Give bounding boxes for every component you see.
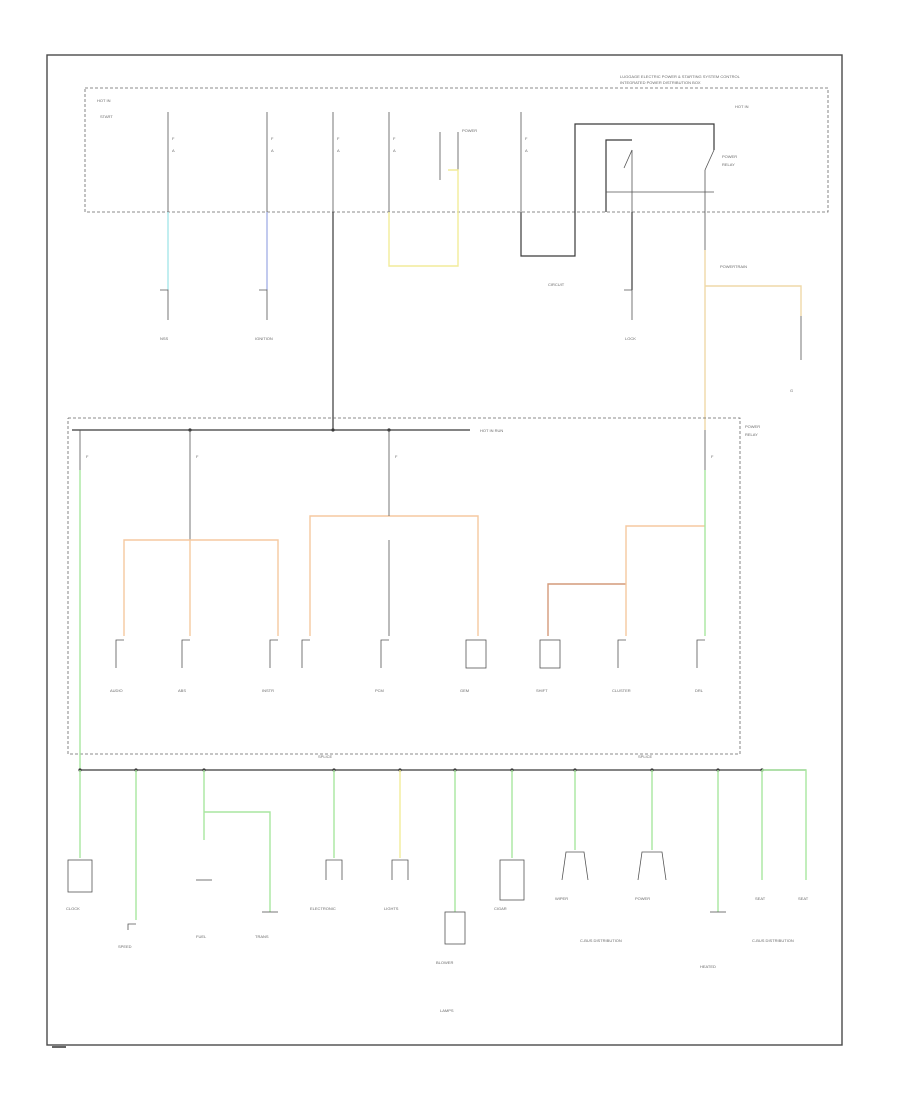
- svg-text:F: F: [271, 136, 274, 141]
- svg-text:POWER: POWER: [745, 424, 760, 429]
- svg-text:SHIFT: SHIFT: [536, 688, 548, 693]
- svg-text:RELAY: RELAY: [722, 162, 735, 167]
- top-fuses: [167, 112, 715, 212]
- svg-text:POWER: POWER: [722, 154, 737, 159]
- svg-text:CIRCUIT: CIRCUIT: [548, 282, 565, 287]
- svg-text:A: A: [525, 148, 528, 153]
- middle-fuses: F F F F: [79, 430, 714, 470]
- svg-text:HOT IN: HOT IN: [97, 98, 111, 103]
- svg-text:ELECTRONIC: ELECTRONIC: [310, 906, 336, 911]
- svg-text:PCM: PCM: [375, 688, 384, 693]
- fuse-panel-box: [67, 417, 741, 755]
- header-line-1: LUGGAGE ELECTRIC POWER & STARTING SYSTEM…: [620, 74, 741, 79]
- svg-text:LOCK: LOCK: [625, 336, 636, 341]
- svg-text:GEM: GEM: [460, 688, 469, 693]
- svg-text:FUEL: FUEL: [196, 934, 207, 939]
- svg-text:A: A: [172, 148, 175, 153]
- svg-text:A: A: [393, 148, 396, 153]
- svg-text:START: START: [100, 114, 113, 119]
- svg-text:F: F: [196, 454, 199, 459]
- svg-text:BLOWER: BLOWER: [436, 960, 453, 965]
- svg-text:A: A: [337, 148, 340, 153]
- top-components: NSS IGNITION CIRCUIT LOCK G POWERTRAIN: [160, 264, 802, 393]
- svg-text:SPEED: SPEED: [118, 944, 132, 949]
- svg-text:SEAT: SEAT: [755, 896, 766, 901]
- svg-text:F: F: [86, 454, 89, 459]
- svg-text:SPLICE: SPLICE: [638, 754, 653, 759]
- middle-wires: [79, 470, 706, 770]
- svg-text:A: A: [271, 148, 274, 153]
- hot-in-run-label: HOT IN RUN: [480, 428, 503, 433]
- bottom-wires: [79, 769, 807, 920]
- svg-text:F: F: [393, 136, 396, 141]
- svg-text:F: F: [525, 136, 528, 141]
- svg-text:G: G: [790, 388, 793, 393]
- svg-text:NSS: NSS: [160, 336, 169, 341]
- svg-text:SPLICE: SPLICE: [318, 754, 333, 759]
- svg-text:F: F: [337, 136, 340, 141]
- footer-label-cbus-1: C-BUS DISTRIBUTION: [580, 938, 622, 943]
- diagram-frame: [46, 54, 843, 1046]
- svg-text:F: F: [172, 136, 175, 141]
- bottom-components: CLOCK SPEED FUEL TRANS ELECTRONIC LIGHTS…: [66, 851, 809, 969]
- svg-text:ABS: ABS: [178, 688, 186, 693]
- footer-label-lamps: LAMPS: [440, 1008, 454, 1013]
- svg-text:AUDIO: AUDIO: [110, 688, 123, 693]
- svg-text:POWER: POWER: [462, 128, 477, 133]
- svg-text:CIGAR: CIGAR: [494, 906, 507, 911]
- svg-text:CLUSTER: CLUSTER: [612, 688, 631, 693]
- middle-components: AUDIO ABS INSTR PCM GEM SHIFT CLUSTER DR…: [110, 639, 705, 693]
- svg-text:HEATED: HEATED: [700, 964, 716, 969]
- svg-text:SEAT: SEAT: [798, 896, 809, 901]
- svg-text:IGNITION: IGNITION: [255, 336, 273, 341]
- power-distribution-box: [84, 87, 829, 213]
- svg-text:DRL: DRL: [695, 688, 704, 693]
- svg-text:POWERTRAIN: POWERTRAIN: [720, 264, 747, 269]
- top-wires: [167, 169, 802, 430]
- svg-text:RELAY: RELAY: [745, 432, 758, 437]
- top-fuse-labels: HOT IN START F A F A F A F A POWER F A HOT IN…: [97, 98, 749, 167]
- corner-mark: [52, 1046, 66, 1048]
- svg-text:CLOCK: CLOCK: [66, 906, 80, 911]
- svg-text:WIPER: WIPER: [555, 896, 568, 901]
- svg-text:LIGHTS: LIGHTS: [384, 906, 399, 911]
- svg-text:TRANS: TRANS: [255, 934, 269, 939]
- footer-label-cbus-2: C-BUS DISTRIBUTION: [752, 938, 794, 943]
- svg-text:F: F: [711, 454, 714, 459]
- svg-text:HOT IN: HOT IN: [735, 104, 749, 109]
- svg-text:POWER: POWER: [635, 896, 650, 901]
- svg-text:F: F: [395, 454, 398, 459]
- svg-text:INSTR: INSTR: [262, 688, 274, 693]
- header-line-2: INTEGRATED POWER DISTRIBUTION BOX: [620, 80, 701, 85]
